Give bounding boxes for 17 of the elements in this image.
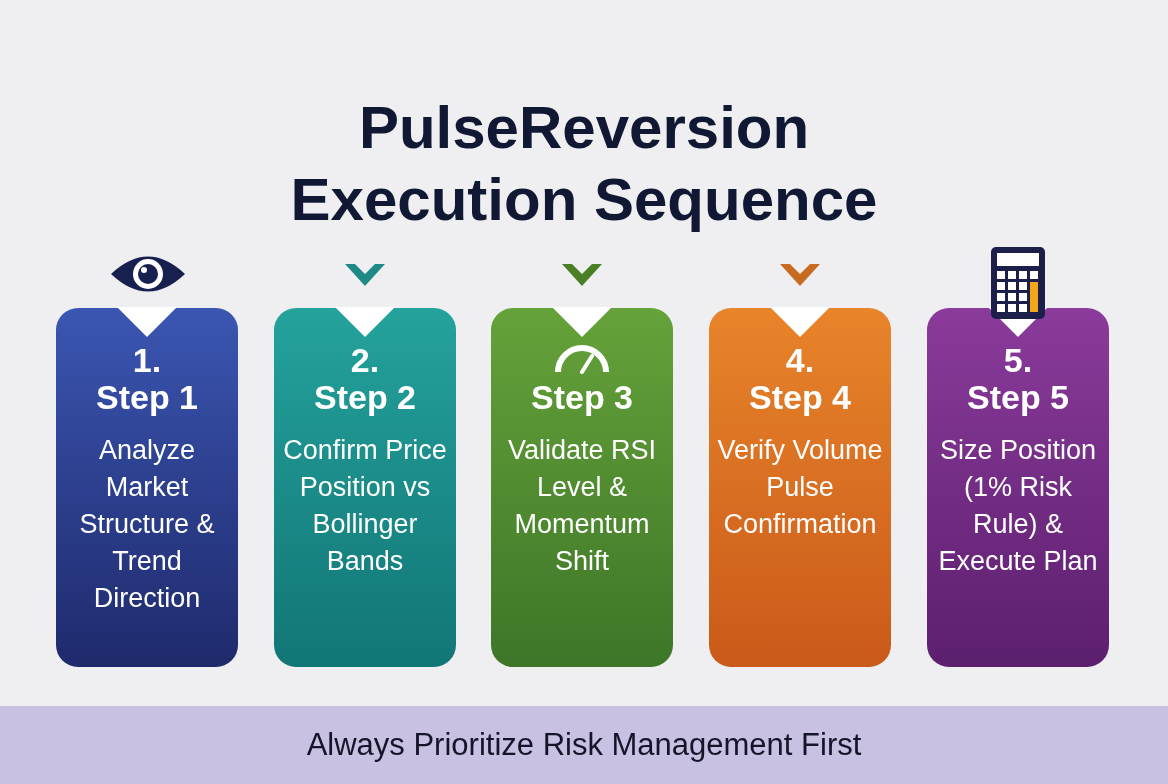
step-description: Size Position (1% Risk Rule) & Execute Plan bbox=[937, 434, 1099, 578]
step-heading: Step 3 bbox=[530, 379, 633, 416]
step-description: Validate RSI Level & Momentum Shift bbox=[506, 434, 658, 578]
step-heading: 4. bbox=[785, 342, 815, 379]
banner bbox=[0, 706, 1168, 784]
banner-text: Always Prioritize Risk Management First bbox=[306, 725, 862, 764]
step-description: Verify Volume Pulse Confirmation bbox=[716, 434, 884, 541]
step-heading: 2. bbox=[350, 342, 380, 379]
step-description: Analyze Market Structure & Trend Direction bbox=[78, 434, 216, 615]
step-heading: Step 2 bbox=[313, 379, 416, 416]
step-heading: Step 1 bbox=[95, 379, 198, 416]
step-heading: Step 4 bbox=[748, 379, 851, 416]
title: PulseReversion Execution Sequence bbox=[289, 93, 879, 235]
step-heading: Step 5 bbox=[966, 379, 1069, 416]
step-heading: 1. bbox=[132, 342, 162, 379]
step-description: Confirm Price Position vs Bollinger Bands bbox=[282, 434, 448, 578]
step-heading: 5. bbox=[1003, 342, 1033, 379]
